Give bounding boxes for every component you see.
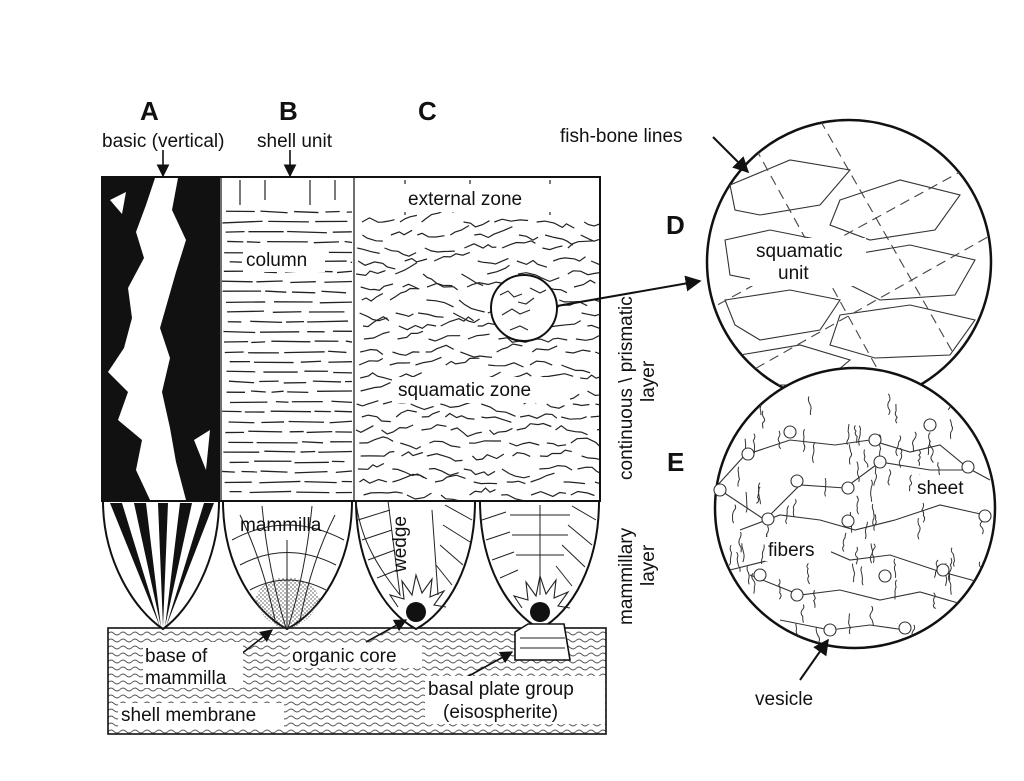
label-wedge: wedge — [390, 516, 411, 573]
column-a-basic-unit — [102, 178, 220, 500]
label-mammilla: mammilla — [240, 515, 322, 536]
label-squamatic-zone: squamatic zone — [398, 380, 531, 401]
label-shell-membrane: shell membrane — [121, 705, 256, 726]
label-mammilla-line2: mammilla — [145, 668, 227, 689]
label-external-zone: external zone — [408, 189, 522, 210]
mammilla-c-right — [478, 500, 601, 661]
label-basal-plate-group: basal plate group — [428, 679, 574, 700]
panel-a-letter: A — [140, 96, 159, 126]
label-fibers: fibers — [768, 540, 814, 561]
label-vesicle: vesicle — [755, 689, 813, 710]
panel-b-letter: B — [279, 96, 298, 126]
label-continuous-prismatic: continuous \ prismatic — [616, 296, 637, 480]
magnifier-circle — [490, 274, 702, 342]
label-sheet: sheet — [917, 478, 964, 499]
label-column: column — [246, 250, 307, 271]
mammilla-b — [221, 500, 354, 631]
label-layer-1: layer — [638, 360, 659, 402]
label-unit: unit — [778, 263, 809, 284]
circle-e-membrane-detail — [713, 366, 997, 681]
label-basic-vertical: basic (vertical) — [102, 131, 224, 152]
panel-e-letter: E — [667, 447, 684, 477]
panel-c-letter: C — [418, 96, 437, 126]
column-c-squamatic-texture — [355, 208, 599, 501]
label-base-of: base of — [145, 646, 208, 667]
label-squamatic: squamatic — [756, 241, 843, 262]
label-mammillary: mammillary — [616, 527, 637, 625]
label-shell-unit: shell unit — [257, 131, 333, 152]
panel-d-letter: D — [666, 210, 685, 240]
column-b-top-ticks — [239, 180, 336, 205]
mammilla-c-left — [354, 500, 477, 631]
mammilla-a — [101, 500, 221, 631]
label-organic-core: organic core — [292, 646, 397, 667]
label-layer-2: layer — [638, 544, 659, 586]
label-fish-bone-lines: fish-bone lines — [560, 126, 683, 147]
column-b-lines — [221, 210, 353, 494]
label-eisospherite: (eisospherite) — [443, 702, 558, 723]
